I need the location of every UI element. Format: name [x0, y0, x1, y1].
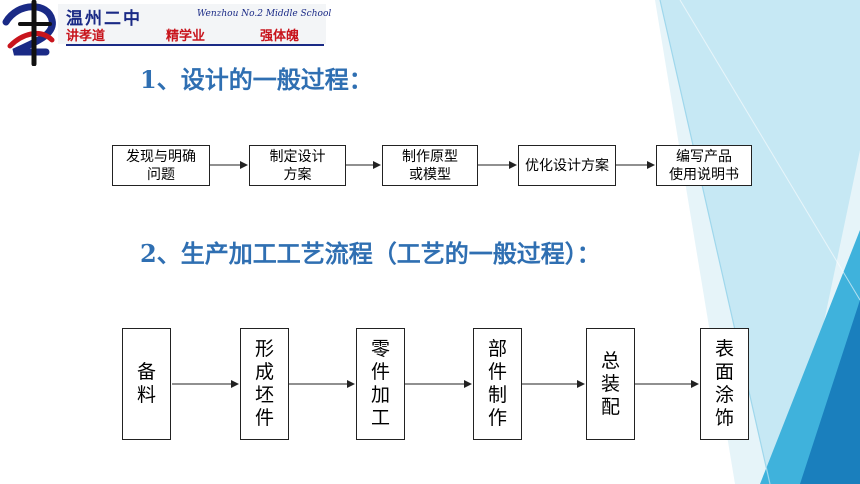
- step-optimize-design: 优化设计方案: [518, 145, 616, 186]
- deco-line: [659, 0, 771, 484]
- step-make-prototype: 制作原型 或模型: [382, 145, 478, 186]
- process-label: 备料: [136, 361, 156, 406]
- school-emblem-icon: [2, 0, 56, 66]
- process-prepare-material: 备料: [122, 328, 171, 440]
- step-identify-problem: 发现与明确 问题: [112, 145, 210, 186]
- logo-underline: [66, 44, 324, 46]
- motto-filial-piety: 讲孝道: [66, 29, 106, 44]
- deco-line: [679, 0, 860, 301]
- process-component-making: 部件制作: [473, 328, 522, 440]
- logo-band: [58, 4, 326, 44]
- heading-production-process: 2、生产加工工艺流程（工艺的一般过程）：: [140, 239, 601, 268]
- motto-fitness: 强体魄: [260, 29, 300, 44]
- process-label: 总装配: [600, 349, 620, 418]
- motto-study: 精学业: [166, 29, 206, 44]
- step-label: 优化设计方案: [525, 157, 609, 174]
- process-label: 零件加工: [370, 338, 390, 429]
- school-name: 温州二中: [66, 9, 142, 29]
- step-label: 制定设计 方案: [269, 148, 326, 183]
- step-label: 编写产品 使用说明书: [669, 148, 739, 183]
- process-label: 形成坯件: [254, 338, 274, 429]
- school-logo: 温州二中 Wenzhou No.2 Middle School 讲孝道 精学业 …: [0, 0, 332, 66]
- step-label: 制作原型 或模型: [402, 148, 458, 183]
- step-label: 发现与明确 问题: [126, 148, 196, 183]
- step-write-manual: 编写产品 使用说明书: [656, 145, 752, 186]
- deco-panel-dark: [800, 300, 860, 484]
- heading-design-process: 1、设计的一般过程：: [140, 65, 373, 94]
- process-form-blank: 形成坯件: [240, 328, 289, 440]
- process-label: 部件制作: [487, 338, 507, 429]
- process-label: 表面涂饰: [714, 338, 734, 429]
- process-surface-finishing: 表面涂饰: [700, 328, 749, 440]
- process-final-assembly: 总装配: [586, 328, 635, 440]
- step-design-plan: 制定设计 方案: [249, 145, 346, 186]
- school-english-name: Wenzhou No.2 Middle School: [197, 9, 332, 19]
- process-part-machining: 零件加工: [356, 328, 405, 440]
